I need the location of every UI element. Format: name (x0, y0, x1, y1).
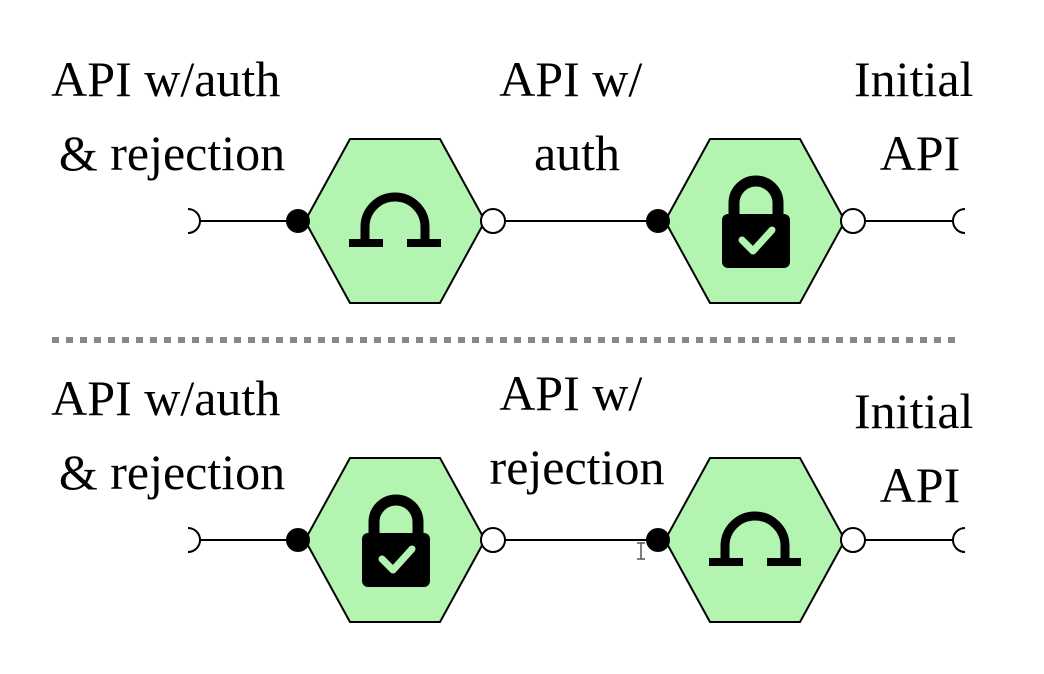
text-cursor-icon (637, 542, 645, 560)
row1-right-label: Initial API (854, 51, 986, 181)
input-port-filled (286, 528, 310, 552)
output-port-open (480, 527, 506, 553)
output-port-open (952, 527, 966, 553)
row1-left-label: API w/auth & rejection (51, 51, 293, 181)
row2-middle-label: API w/ rejection (490, 365, 665, 495)
output-port-open (480, 208, 506, 234)
output-port-open (952, 208, 966, 234)
input-port-open (187, 527, 201, 553)
row2-left-label: API w/auth & rejection (51, 370, 293, 500)
omega-node[interactable] (303, 138, 487, 304)
pipeline-row-2: API w/auth & rejection API w/ rejection … (51, 365, 986, 623)
output-port-open (840, 527, 866, 553)
pipeline-row-1: API w/auth & rejection API w/ auth Initi… (51, 51, 986, 304)
input-port-filled (646, 209, 670, 233)
input-port-open (187, 208, 201, 234)
omega-node[interactable] (663, 457, 847, 623)
row2-right-label: Initial API (854, 383, 986, 513)
input-port-filled (646, 528, 670, 552)
output-port-open (840, 208, 866, 234)
row1-middle-label: API w/ auth (499, 51, 655, 181)
input-port-filled (286, 209, 310, 233)
